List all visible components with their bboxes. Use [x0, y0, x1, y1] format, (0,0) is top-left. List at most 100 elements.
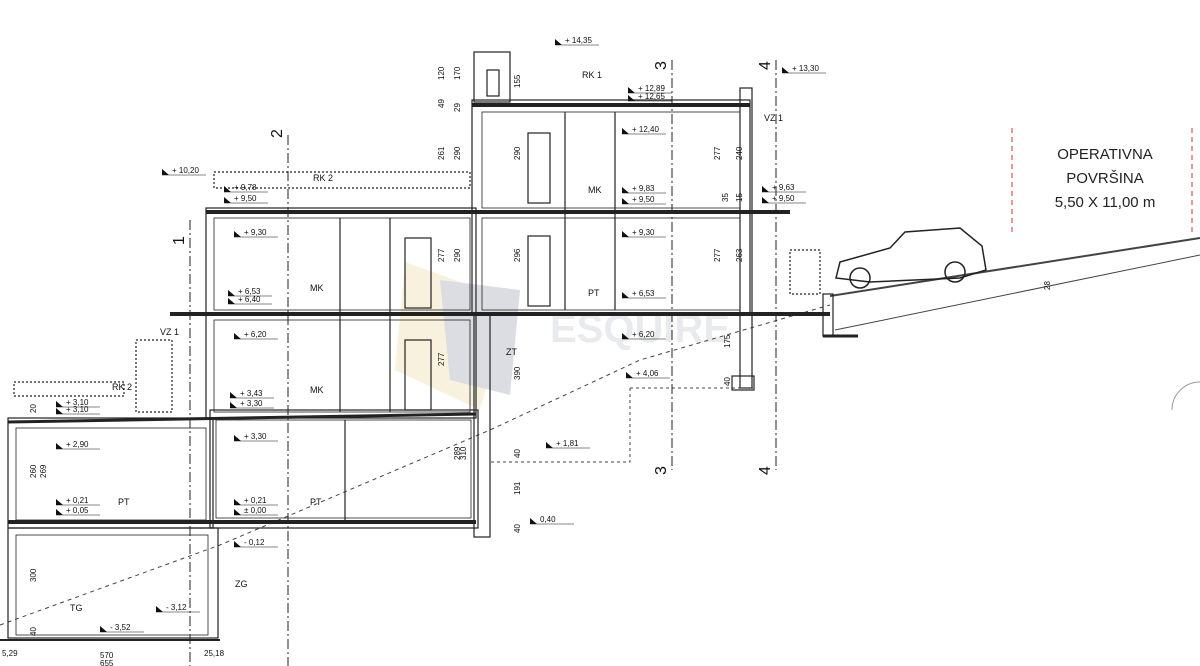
- dimension-d-40d: 40: [29, 627, 38, 636]
- dimension-d-290a: 290: [453, 146, 462, 160]
- level-triangle-icon: [628, 87, 635, 93]
- level-value: + 9,50: [772, 194, 795, 203]
- level-value: + 3,43: [240, 389, 263, 398]
- level-triangle-icon: [56, 401, 63, 407]
- dimension-d-261: 261: [437, 146, 446, 160]
- level-value: + 9,83: [632, 184, 655, 193]
- level-marker-lvl-9-50: + 9,50: [224, 194, 268, 204]
- level-labels: + 14,35+ 13,30+ 12,89+ 12,65+ 12,40+ 10,…: [56, 36, 826, 633]
- room-vz1-top: VZ 1: [764, 113, 783, 123]
- dimension-d-570: 570: [100, 651, 114, 660]
- level-value: + 9,30: [244, 228, 267, 237]
- dimension-d-290c: 290: [453, 248, 462, 262]
- level-marker-lvl-9-63: + 9,63: [762, 183, 806, 193]
- level-marker-lvl-10-20: + 10,20: [162, 166, 206, 176]
- level-triangle-icon: [762, 186, 769, 192]
- level-triangle-icon: [162, 169, 169, 175]
- level-value: + 0,21: [244, 496, 267, 505]
- level-value: + 0,21: [66, 496, 89, 505]
- level-marker-lvl-0-21a: + 0,21: [56, 496, 100, 506]
- operative-area-line3: 5,50 X 11,00 m: [1054, 194, 1156, 211]
- level-value: + 12,65: [638, 92, 665, 101]
- dimension-d-155: 155: [513, 74, 522, 88]
- level-triangle-icon: [555, 39, 562, 45]
- level-triangle-icon: [234, 509, 241, 515]
- dimension-d-390: 390: [513, 366, 522, 380]
- level-value: + 10,20: [172, 166, 199, 175]
- dimension-d-310: 310: [459, 446, 468, 460]
- room-mk-mid: MK: [310, 283, 324, 293]
- level-value: ± 0,00: [244, 506, 267, 515]
- level-triangle-icon: [546, 442, 553, 448]
- section-marker-4-bottom: 4: [757, 466, 774, 475]
- dimension-d-277c: 277: [713, 248, 722, 262]
- section-marker-3-bottom: 3: [653, 466, 670, 475]
- level-value: - 3,12: [166, 603, 187, 612]
- dimension-d-277d: 277: [437, 352, 446, 366]
- level-value: + 3,10: [66, 398, 89, 407]
- level-triangle-icon: [230, 402, 237, 408]
- car-icon: [835, 227, 987, 289]
- section-marker-4-top: 4: [757, 61, 774, 70]
- room-zt: ZT: [506, 347, 517, 357]
- level-triangle-icon: [100, 626, 107, 632]
- dimension-d-2518: 25,18: [204, 649, 225, 658]
- room-rk2-top: RK 2: [313, 173, 333, 183]
- section-lines: [189, 60, 777, 666]
- level-triangle-icon: [782, 67, 789, 73]
- level-triangle-icon: [234, 499, 241, 505]
- level-triangle-icon: [622, 333, 629, 339]
- level-triangle-icon: [622, 198, 629, 204]
- level-value: + 4,06: [636, 369, 659, 378]
- level-value: + 3,30: [244, 432, 267, 441]
- level-value: + 6,53: [238, 287, 261, 296]
- level-value: + 6,20: [244, 330, 267, 339]
- level-value: + 14,35: [565, 36, 592, 45]
- level-triangle-icon: [622, 292, 629, 298]
- level-marker-lvl-6-53a: + 6,53: [228, 287, 272, 297]
- level-marker-lvl-12-40: + 12,40: [622, 125, 666, 135]
- level-triangle-icon: [228, 290, 235, 296]
- level-marker-lvl-9-83: + 9,83: [622, 184, 666, 194]
- level-value: 0,40: [540, 515, 556, 524]
- level-triangle-icon: [56, 408, 63, 414]
- level-value: + 9,63: [772, 183, 795, 192]
- level-marker-lvl-0-00: ± 0,00: [234, 506, 278, 516]
- level-value: + 3,10: [66, 405, 89, 414]
- level-triangle-icon: [622, 187, 629, 193]
- dimension-d-240: 240: [735, 146, 744, 160]
- level-marker-lvl-3-30b: + 3,30: [234, 432, 278, 442]
- room-vz1-mid: VZ 1: [160, 327, 179, 337]
- level-marker-lvl-14-35: + 14,35: [555, 36, 599, 46]
- level-value: + 3,30: [240, 399, 263, 408]
- dimension-d-49: 49: [437, 99, 446, 108]
- dimension-d-28: 28: [1043, 281, 1052, 290]
- room-pt-right: PT: [588, 288, 600, 298]
- room-pt-left: PT: [118, 497, 130, 507]
- level-triangle-icon: [628, 95, 635, 101]
- level-triangle-icon: [234, 435, 241, 441]
- level-triangle-icon: [224, 186, 231, 192]
- operative-area-line1: OPERATIVNA: [1057, 146, 1153, 163]
- edge-arc: [1171, 381, 1200, 411]
- dimension-d-40c: 40: [513, 524, 522, 533]
- level-marker-lvl-0-40: 0,40: [530, 515, 574, 525]
- level-triangle-icon: [56, 443, 63, 449]
- level-marker-lvl-m3-12: - 3,12: [156, 603, 200, 613]
- dimension-d-40a: 40: [723, 377, 732, 386]
- level-marker-lvl-3-30a: + 3,30: [230, 399, 274, 409]
- level-value: + 9,50: [234, 194, 257, 203]
- level-value: - 0,12: [244, 538, 265, 547]
- dimension-d-296: 296: [513, 248, 522, 262]
- level-value: + 9,30: [632, 228, 655, 237]
- dimension-d-15: 15: [735, 193, 744, 202]
- dimension-d-277a: 277: [713, 146, 722, 160]
- level-marker-lvl-3-43: + 3,43: [230, 389, 274, 399]
- level-triangle-icon: [228, 298, 235, 304]
- room-rk2-low: RK 2: [112, 382, 132, 392]
- room-labels: RK 1 RK 2 RK 2 VZ 1 VZ 1 MK MK MK PT PT …: [70, 70, 783, 613]
- building-structure: [0, 51, 858, 641]
- level-marker-lvl-9-50b: + 9,50: [622, 195, 666, 205]
- room-rk1: RK 1: [582, 70, 602, 80]
- level-marker-lvl-m0-12: - 0,12: [234, 538, 278, 548]
